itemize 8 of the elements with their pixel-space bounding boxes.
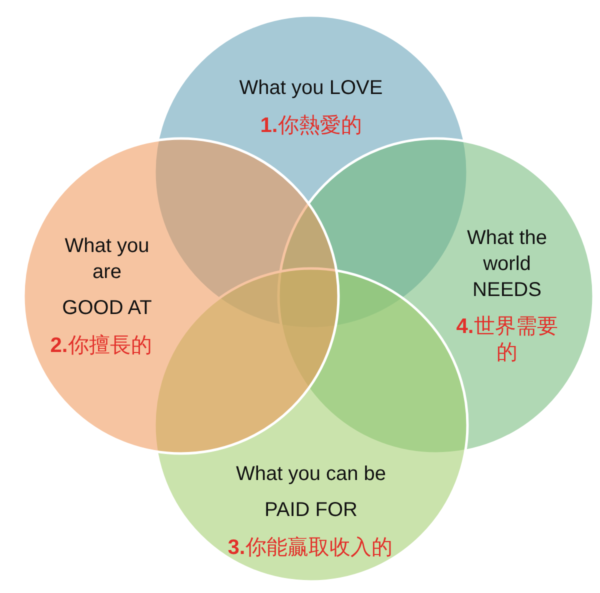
circle-label: 3.你能贏取收入的 bbox=[228, 535, 392, 561]
circle-label: 2.你擅長的 bbox=[50, 333, 152, 359]
circle-label: 4.世界需要的 bbox=[455, 314, 559, 366]
circle-heading: What you can be PAID FOR bbox=[236, 462, 386, 523]
circle-label: 1.你熱愛的 bbox=[260, 113, 362, 139]
circle-heading: What the world NEEDS bbox=[466, 226, 548, 303]
circle-heading: What you are GOOD AT bbox=[62, 234, 152, 321]
circle-heading: What you LOVE bbox=[239, 76, 383, 101]
